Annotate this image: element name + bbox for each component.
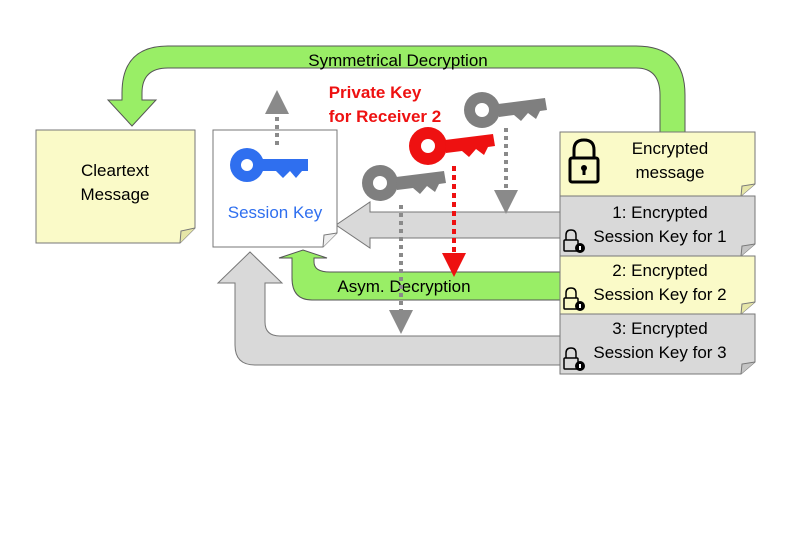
encrypted-message-line2: message	[636, 163, 705, 182]
session-key-1-line1: 1: Encrypted	[612, 203, 707, 222]
encrypted-message-line1: Encrypted	[632, 139, 709, 158]
private-key-caption-line1: Private Key	[329, 83, 422, 102]
session-key-note: Session Key	[212, 129, 338, 248]
symmetric-decryption-label: Symmetrical Decryption	[308, 51, 488, 70]
cleartext-line2: Message	[81, 185, 150, 204]
session-key-icon	[230, 148, 308, 182]
lock-icon	[563, 347, 585, 371]
private-key-caption-line2: for Receiver 2	[329, 107, 441, 126]
lock-icon	[563, 229, 585, 253]
encrypted-session-key-1-note: 1: Encrypted Session Key for 1	[559, 195, 756, 257]
session-key-return-arrow	[216, 251, 561, 366]
session-key-1-line2: Session Key for 1	[593, 227, 726, 246]
private-key-2-icon	[409, 127, 495, 165]
lock-icon	[563, 287, 585, 311]
session-key-label: Session Key	[228, 203, 323, 222]
session-key-1-arrow	[335, 201, 561, 249]
session-key-2-line1: 2: Encrypted	[612, 261, 707, 280]
symmetric-decryption-arrow	[106, 45, 686, 133]
private-key-3-icon	[362, 165, 446, 201]
encrypted-message-note: Encrypted message	[559, 131, 756, 197]
asym-decryption-label: Asym. Decryption	[337, 277, 470, 296]
session-key-2-line2: Session Key for 2	[593, 285, 726, 304]
encrypted-session-key-2-note: 2: Encrypted Session Key for 2	[559, 255, 756, 315]
asym-decryption-arrow	[278, 249, 561, 301]
cleartext-line1: Cleartext	[81, 161, 149, 180]
cleartext-note: Cleartext Message	[35, 129, 196, 244]
private-key-1-icon	[464, 92, 547, 128]
session-key-3-line1: 3: Encrypted	[612, 319, 707, 338]
lock-icon	[568, 138, 600, 184]
session-key-3-line2: Session Key for 3	[593, 343, 726, 362]
encrypted-session-key-3-note: 3: Encrypted Session Key for 3	[559, 313, 756, 375]
